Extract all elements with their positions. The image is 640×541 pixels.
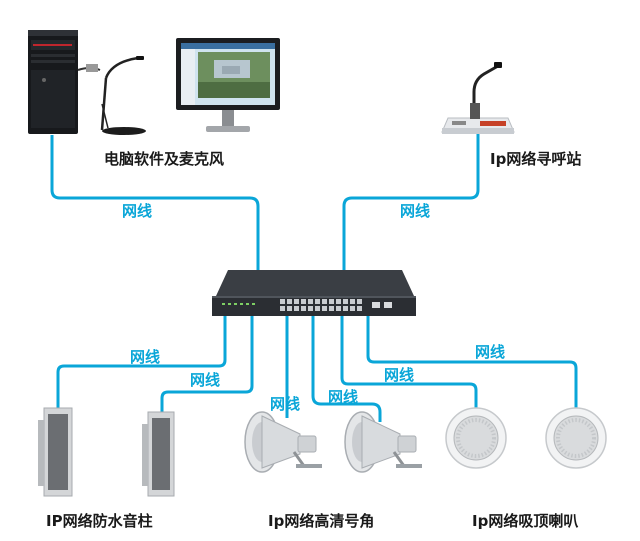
horn-speaker-icon bbox=[344, 411, 422, 473]
label-waterproof-column: IP网络防水音柱 bbox=[46, 512, 153, 530]
label-paging-station: Ip网络寻呼站 bbox=[490, 150, 582, 168]
cable-pc bbox=[50, 135, 260, 270]
column-speaker-icon bbox=[142, 411, 175, 497]
pc-tower-icon bbox=[28, 30, 78, 134]
label-ceiling-speaker: Ip网络吸顶喇叭 bbox=[472, 512, 579, 530]
monitor-icon bbox=[176, 38, 280, 132]
cable-ceiling-2 bbox=[366, 316, 578, 412]
cable-paging bbox=[342, 133, 480, 270]
ceiling-speaker-icon bbox=[445, 407, 507, 469]
usb-cable-icon bbox=[77, 64, 101, 72]
cable-column-2 bbox=[160, 312, 254, 412]
ceiling-speaker-icon bbox=[545, 407, 607, 469]
cable-horn-2 bbox=[311, 316, 382, 422]
paging-station-icon bbox=[441, 62, 515, 134]
gooseneck-microphone-icon bbox=[100, 56, 146, 135]
column-speaker-icon bbox=[38, 407, 73, 497]
cable-label-ceiling-1: 网线 bbox=[384, 366, 415, 384]
label-horn: Ip网络高清号角 bbox=[268, 512, 375, 530]
cable-label-horn-1: 网线 bbox=[270, 395, 301, 413]
cable-column-1 bbox=[56, 312, 227, 408]
label-pc-mic: 电脑软件及麦克风 bbox=[104, 150, 225, 168]
cable-label-column-1: 网线 bbox=[130, 348, 161, 366]
cable-ceiling-1 bbox=[340, 316, 478, 412]
cable-label-ceiling-2: 网线 bbox=[475, 343, 506, 361]
network-switch-icon bbox=[212, 270, 416, 316]
horn-speaker-icon bbox=[244, 411, 322, 473]
cable-label-horn-2: 网线 bbox=[328, 388, 359, 406]
cable-label-column-2: 网线 bbox=[190, 371, 221, 389]
cable-label-paging: 网线 bbox=[400, 202, 431, 220]
cable-label-pc: 网线 bbox=[122, 202, 153, 220]
